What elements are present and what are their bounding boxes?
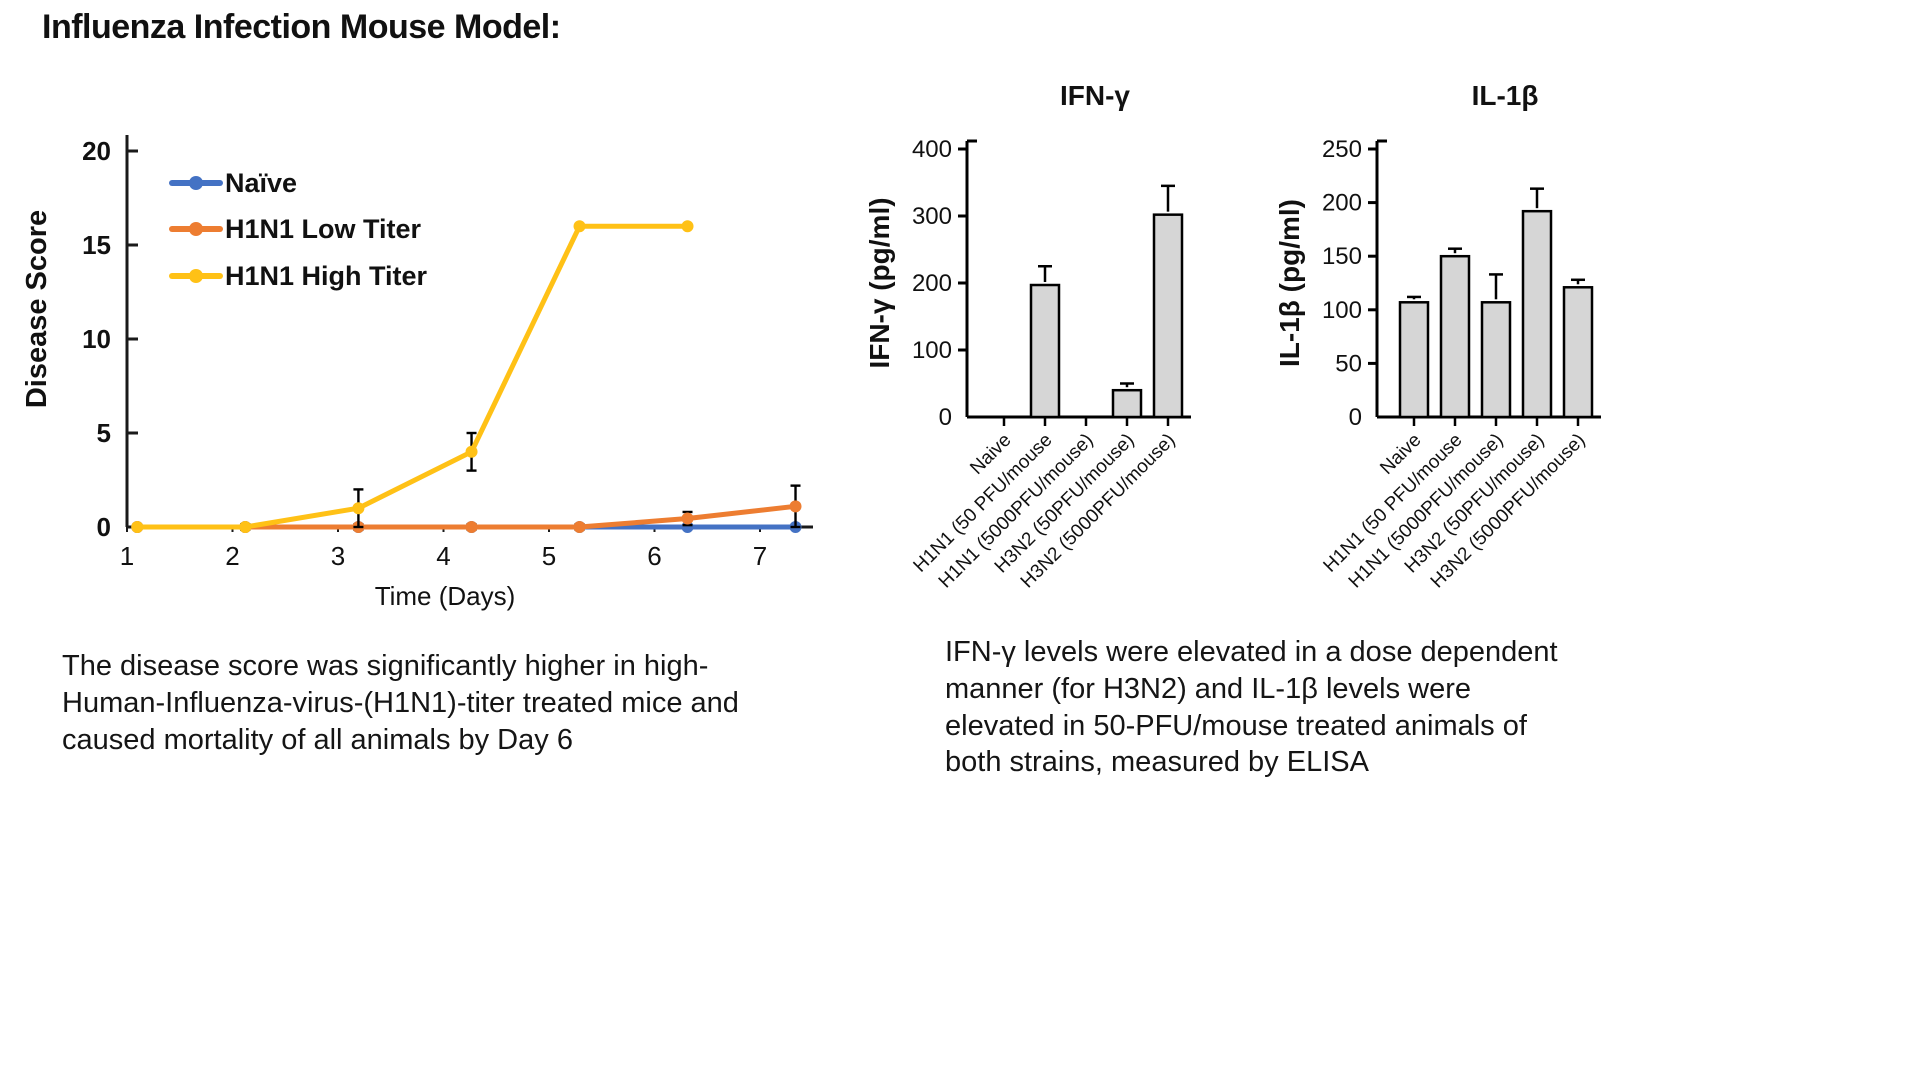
bar-naive [1398,301,1430,419]
svg-text:20: 20 [82,136,111,166]
svg-text:3: 3 [331,541,345,571]
caption-disease-score: The disease score was significantly high… [62,650,739,756]
svg-text:400: 400 [912,136,952,163]
svg-text:Time (Days): Time (Days) [375,581,516,611]
svg-text:0: 0 [97,512,111,542]
bar-h1n1-5000pfu-mouse- [1480,301,1512,419]
svg-text:300: 300 [912,203,952,230]
svg-text:15: 15 [82,230,111,260]
svg-text:1: 1 [120,541,134,571]
page-title: Influenza Infection Mouse Model: [42,8,561,46]
svg-text:4: 4 [436,541,450,571]
bar-h3n2-5000pfu-mouse- [1152,213,1184,419]
svg-text:H1N1 High Titer: H1N1 High Titer [225,261,428,291]
svg-text:6: 6 [647,541,661,571]
svg-text:Naïve: Naïve [225,168,297,198]
svg-text:Disease Score: Disease Score [21,210,53,408]
bar-h1n1-50-pfu-mouse [1029,283,1061,419]
svg-text:0: 0 [1349,404,1362,431]
svg-text:200: 200 [1322,190,1362,217]
svg-text:250: 250 [1322,136,1362,163]
svg-text:5: 5 [97,418,111,448]
svg-text:H1N1 Low Titer: H1N1 Low Titer [225,214,422,244]
bars [1398,187,1594,419]
series-h1n1-high-titer [131,220,694,533]
bars [1029,184,1184,419]
svg-text:7: 7 [753,541,767,571]
bar-h1n1-50-pfu-mouse [1439,254,1471,419]
svg-text:IL-1β (pg/ml): IL-1β (pg/ml) [1274,199,1305,367]
svg-text:IFN-γ: IFN-γ [1060,80,1130,111]
svg-text:0: 0 [939,404,952,431]
svg-text:200: 200 [912,270,952,297]
bar-h3n2-5000pfu-mouse- [1562,286,1594,419]
bar-h3n2-50pfu-mouse- [1521,209,1553,419]
svg-text:50: 50 [1335,350,1362,377]
svg-text:100: 100 [1322,297,1362,324]
caption-cytokines: IFN-γ levels were elevated in a dose dep… [945,636,1558,779]
svg-text:5: 5 [542,541,556,571]
bar-h3n2-50pfu-mouse- [1111,388,1143,419]
svg-text:2: 2 [225,541,239,571]
svg-text:IFN-γ (pg/ml): IFN-γ (pg/ml) [864,197,895,368]
svg-text:100: 100 [912,337,952,364]
svg-text:10: 10 [82,324,111,354]
svg-text:150: 150 [1322,243,1362,270]
svg-text:IL-1β: IL-1β [1472,80,1539,111]
